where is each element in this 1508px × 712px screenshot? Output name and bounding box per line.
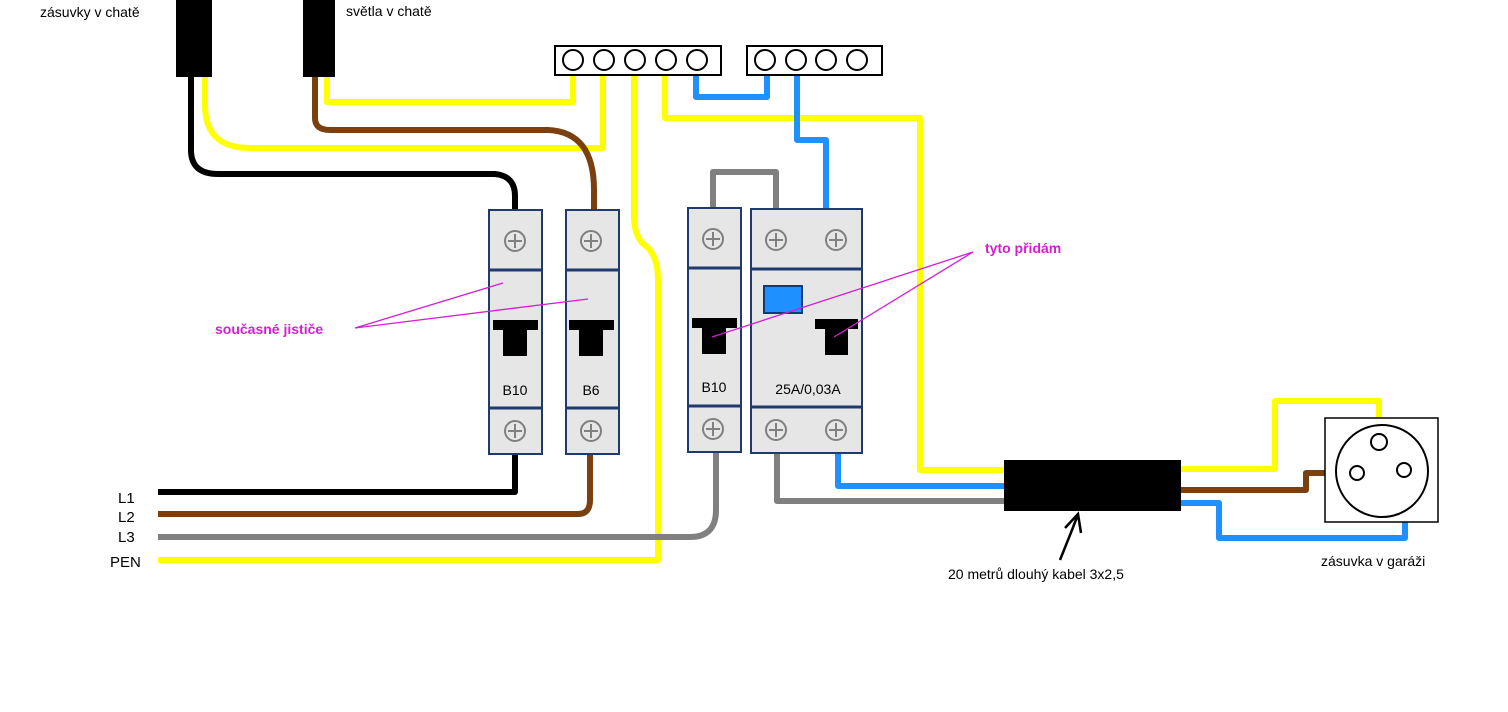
label-cable: 20 metrů dlouhý kabel 3x2,5 — [948, 566, 1124, 582]
cable-sockets-cottage — [176, 0, 212, 77]
pointer-line — [833, 251, 974, 338]
rcd-rating: 25A/0,03A — [775, 381, 841, 397]
breaker-b6-existing: B6 — [565, 209, 620, 455]
terminal-block-n — [746, 45, 883, 76]
wire-neutral-rcd-out — [835, 452, 1005, 489]
screw-icon — [825, 419, 847, 441]
wire-l2-lights — [312, 76, 597, 210]
wire-neutral-bridge — [693, 76, 770, 100]
screw-icon — [504, 230, 526, 252]
screw-icon — [702, 418, 724, 440]
pointer-line — [711, 251, 974, 338]
cable-arrow — [1058, 511, 1083, 561]
wire-l3-rcd-out — [774, 452, 1005, 504]
label-current-breakers: současné jističe — [215, 321, 323, 337]
label-pen: PEN — [110, 554, 141, 571]
screw-icon — [702, 228, 724, 250]
label-l1: L1 — [118, 490, 135, 507]
garage-cable — [1004, 460, 1181, 511]
label-sockets-cottage: zásuvky v chatě — [40, 4, 140, 20]
label-l2: L2 — [118, 509, 135, 526]
breaker-rating: B6 — [582, 382, 599, 398]
screw-icon — [580, 420, 602, 442]
breaker-rating: B10 — [503, 382, 528, 398]
label-garage-socket: zásuvka v garáži — [1321, 553, 1425, 569]
wire-pe-socket — [1180, 398, 1382, 472]
breaker-b10-existing: B10 — [488, 209, 543, 455]
wire-pe-garage — [662, 76, 1005, 473]
label-lights-cottage: světla v chatě — [346, 3, 432, 19]
wire-pen-sockets — [202, 76, 606, 151]
wire-l1-sockets — [188, 76, 518, 210]
toggle-lever-icon — [815, 319, 858, 355]
screw-icon — [765, 419, 787, 441]
wire-pen-lights — [324, 76, 576, 105]
cable-lights-cottage — [303, 0, 335, 77]
wire-l2-input — [158, 454, 593, 517]
wire-pen-main — [158, 76, 661, 563]
label-will-add: tyto přidám — [985, 240, 1061, 256]
screw-icon — [765, 229, 787, 251]
wire-l3-bridge — [710, 169, 779, 208]
rcd-new: 25A/0,03A — [750, 208, 863, 454]
wire-l1-input — [158, 454, 518, 495]
screw-icon — [580, 230, 602, 252]
screw-icon — [504, 420, 526, 442]
wire-neutral-rcd-in — [794, 76, 829, 210]
test-button-icon — [763, 285, 803, 314]
socket-garage-icon — [1324, 417, 1439, 523]
pointer-line — [354, 282, 504, 329]
screw-icon — [825, 229, 847, 251]
label-l3: L3 — [118, 529, 135, 546]
pointer-line — [354, 298, 589, 329]
toggle-lever-icon — [569, 320, 614, 356]
terminal-block-pe — [554, 45, 722, 76]
wire-l3-input — [158, 452, 719, 540]
toggle-lever-icon — [493, 320, 538, 356]
breaker-rating: B10 — [702, 379, 727, 395]
